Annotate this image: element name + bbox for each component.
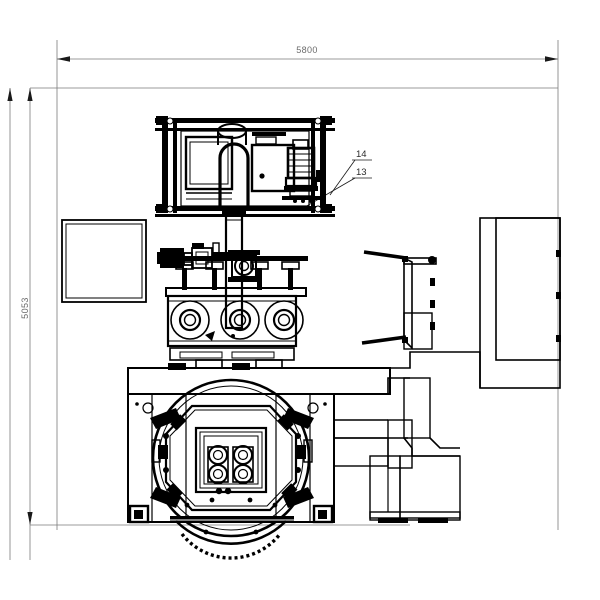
arrow-height-outer-top (7, 88, 13, 101)
arrow-width-right (545, 56, 558, 62)
lower-duct-housing (333, 351, 481, 523)
callout-label-14: 14 (356, 149, 367, 160)
dimension-width-text: 5800 (296, 45, 318, 55)
large-circular-drum-chamber (150, 378, 314, 560)
drive-motor-finned (282, 139, 321, 203)
arrow-height-inner-top (27, 88, 33, 101)
machine-geometry (61, 116, 561, 560)
support-bracket-arms (361, 250, 437, 350)
drum-clamp-lugs (150, 408, 314, 508)
coupling-housing (228, 250, 260, 282)
square-access-panel (61, 219, 147, 303)
four-port-cluster (207, 445, 254, 484)
dimension-arrowheads (7, 56, 558, 525)
side-drive-motor (157, 242, 234, 269)
arrow-height-inner-bottom (27, 512, 33, 525)
dimension-layer (9, 40, 559, 560)
dimension-height-text: 5053 (20, 297, 30, 319)
arrow-width-left (57, 56, 70, 62)
upper-framed-machine-module (155, 116, 335, 217)
callout-label-13: 13 (356, 167, 367, 178)
tall-side-cabinet (479, 217, 561, 389)
leader-line-14 (329, 159, 356, 196)
